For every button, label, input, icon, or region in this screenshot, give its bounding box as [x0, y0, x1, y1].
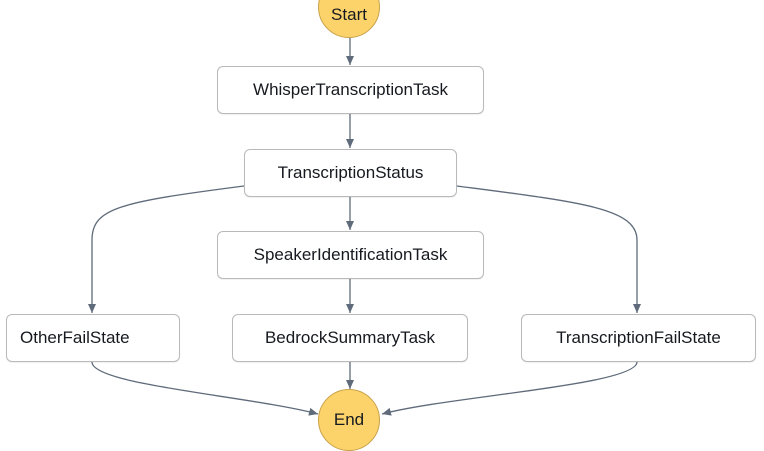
end-label: End: [333, 410, 365, 429]
state-label: TranscriptionStatus: [277, 163, 424, 182]
state-whisper-transcription-task[interactable]: WhisperTranscriptionTask: [217, 66, 484, 114]
state-label: OtherFailState: [20, 328, 130, 347]
state-speaker-identification-task[interactable]: SpeakerIdentificationTask: [217, 231, 484, 279]
start-label: Start: [331, 5, 367, 24]
edge-status-to-transfail: [456, 185, 641, 313]
state-label: BedrockSummaryTask: [264, 328, 436, 347]
edge-transfail-to-end: [381, 361, 638, 416]
state-label: WhisperTranscriptionTask: [253, 80, 448, 99]
state-label: TranscriptionFailState: [556, 328, 721, 347]
state-bedrock-summary-task[interactable]: BedrockSummaryTask: [232, 314, 468, 362]
state-other-fail-state[interactable]: OtherFailState: [6, 314, 180, 362]
edge-otherfail-to-end: [91, 361, 319, 416]
state-transcription-status[interactable]: TranscriptionStatus: [244, 149, 457, 197]
workflow-canvas: [88, 38, 641, 416]
end-node: End: [318, 389, 380, 451]
state-transcription-fail-state[interactable]: TranscriptionFailState: [521, 314, 756, 362]
state-label: SpeakerIdentificationTask: [253, 245, 448, 264]
edge-status-to-otherfail: [88, 185, 245, 313]
